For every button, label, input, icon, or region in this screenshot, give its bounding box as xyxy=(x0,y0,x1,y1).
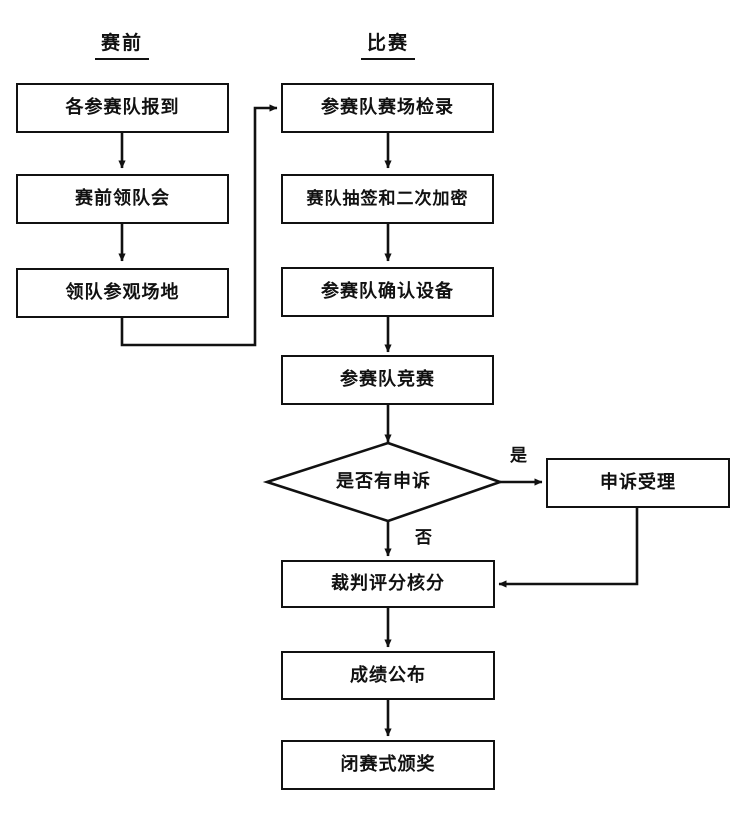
node-draw-encrypt-label: 赛队抽签和二次加密 xyxy=(306,188,469,209)
column-title-pre-competition: 赛前 xyxy=(42,28,202,60)
node-pre-leader-meeting[interactable]: 赛前领队会 xyxy=(16,174,229,224)
node-competition-label: 参赛队竞赛 xyxy=(340,369,435,390)
node-judge-scoring-label: 裁判评分核分 xyxy=(331,573,445,594)
node-decision-appeal[interactable]: 是否有申诉 xyxy=(267,443,500,521)
node-checkin-label: 参赛队赛场检录 xyxy=(321,97,454,118)
node-pre-register-label: 各参赛队报到 xyxy=(65,97,180,118)
node-appeal-accept[interactable]: 申诉受理 xyxy=(546,458,730,508)
column-title-competition: 比赛 xyxy=(308,28,468,60)
edge-label-no: 否 xyxy=(415,528,432,548)
node-appeal-accept-label: 申诉受理 xyxy=(600,472,676,493)
node-confirm-equipment[interactable]: 参赛队确认设备 xyxy=(281,267,494,317)
node-pre-venue-tour-label: 领队参观场地 xyxy=(65,282,180,303)
node-pre-leader-meeting-label: 赛前领队会 xyxy=(75,188,170,209)
node-closing-ceremony-label: 闭赛式颁奖 xyxy=(340,754,436,775)
node-draw-encrypt[interactable]: 赛队抽签和二次加密 xyxy=(281,174,494,224)
node-pre-venue-tour[interactable]: 领队参观场地 xyxy=(16,268,229,318)
node-competition[interactable]: 参赛队竞赛 xyxy=(281,355,494,405)
node-confirm-equipment-label: 参赛队确认设备 xyxy=(321,281,454,302)
column-title-competition-text: 比赛 xyxy=(360,28,415,60)
edge-label-yes: 是 xyxy=(510,446,527,466)
node-pre-register[interactable]: 各参赛队报到 xyxy=(16,83,229,133)
node-judge-scoring[interactable]: 裁判评分核分 xyxy=(281,560,495,608)
column-title-pre-competition-text: 赛前 xyxy=(94,28,149,60)
node-decision-appeal-label: 是否有申诉 xyxy=(336,471,431,492)
node-results-publish-label: 成绩公布 xyxy=(350,664,426,686)
node-closing-ceremony[interactable]: 闭赛式颁奖 xyxy=(281,740,495,790)
node-results-publish[interactable]: 成绩公布 xyxy=(281,651,495,700)
node-checkin[interactable]: 参赛队赛场检录 xyxy=(281,83,494,133)
